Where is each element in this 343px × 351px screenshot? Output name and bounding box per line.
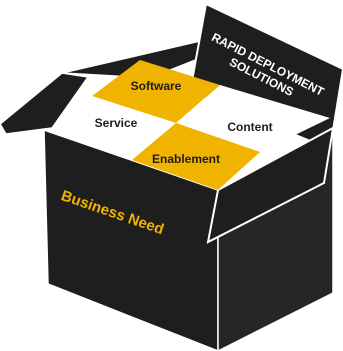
grid-tile-top xyxy=(92,60,220,123)
grid-label-bottom: Enablement xyxy=(152,152,220,166)
grid-tile-bottom xyxy=(132,123,260,190)
grid-tile-left xyxy=(48,96,176,160)
grid-tile-right xyxy=(176,85,330,152)
box-left-flap xyxy=(0,72,90,135)
grid-label-right: Content xyxy=(227,120,272,134)
grid-label-top: Software xyxy=(131,79,182,93)
grid-label-left: Service xyxy=(95,116,138,130)
box-left-panel xyxy=(43,128,219,351)
box-front-flap xyxy=(206,126,335,244)
